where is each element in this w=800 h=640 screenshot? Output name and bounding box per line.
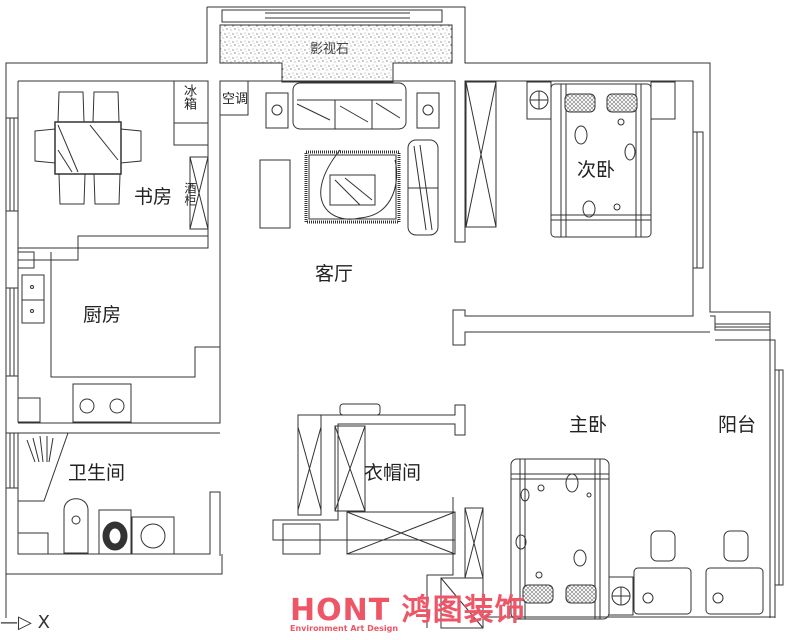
label-study: 书房 bbox=[134, 186, 173, 208]
axis-indicator: —▷ X bbox=[0, 612, 50, 633]
label-balcony: 阳台 bbox=[718, 414, 757, 436]
label-wine-cabinet: 酒柜 bbox=[183, 182, 197, 206]
label-second-bedroom: 次卧 bbox=[577, 159, 616, 181]
tv-wall-stone bbox=[219, 24, 453, 83]
dining-chairs bbox=[34, 91, 142, 205]
brand-name: HONT bbox=[290, 593, 391, 628]
label-master-bedroom: 主卧 bbox=[569, 414, 608, 436]
label-aircon: 空调 bbox=[222, 92, 249, 107]
label-tv-wall: 影视石 bbox=[310, 42, 350, 57]
label-living-room: 客厅 bbox=[315, 263, 354, 285]
label-kitchen: 厨房 bbox=[83, 304, 122, 326]
axis-label: X bbox=[37, 612, 50, 633]
brand-tagline: Environment Art Design bbox=[290, 624, 399, 633]
label-bathroom: 卫生间 bbox=[68, 462, 126, 484]
label-cloakroom: 衣帽间 bbox=[364, 462, 422, 484]
brand-name-cn: 鸿图装饰 bbox=[401, 593, 526, 628]
arrow-right-icon: —▷ bbox=[0, 612, 32, 633]
label-fridge: 冰箱 bbox=[181, 84, 196, 110]
brand-logo: HONT 鸿图装饰 Environment Art Design bbox=[290, 593, 526, 634]
